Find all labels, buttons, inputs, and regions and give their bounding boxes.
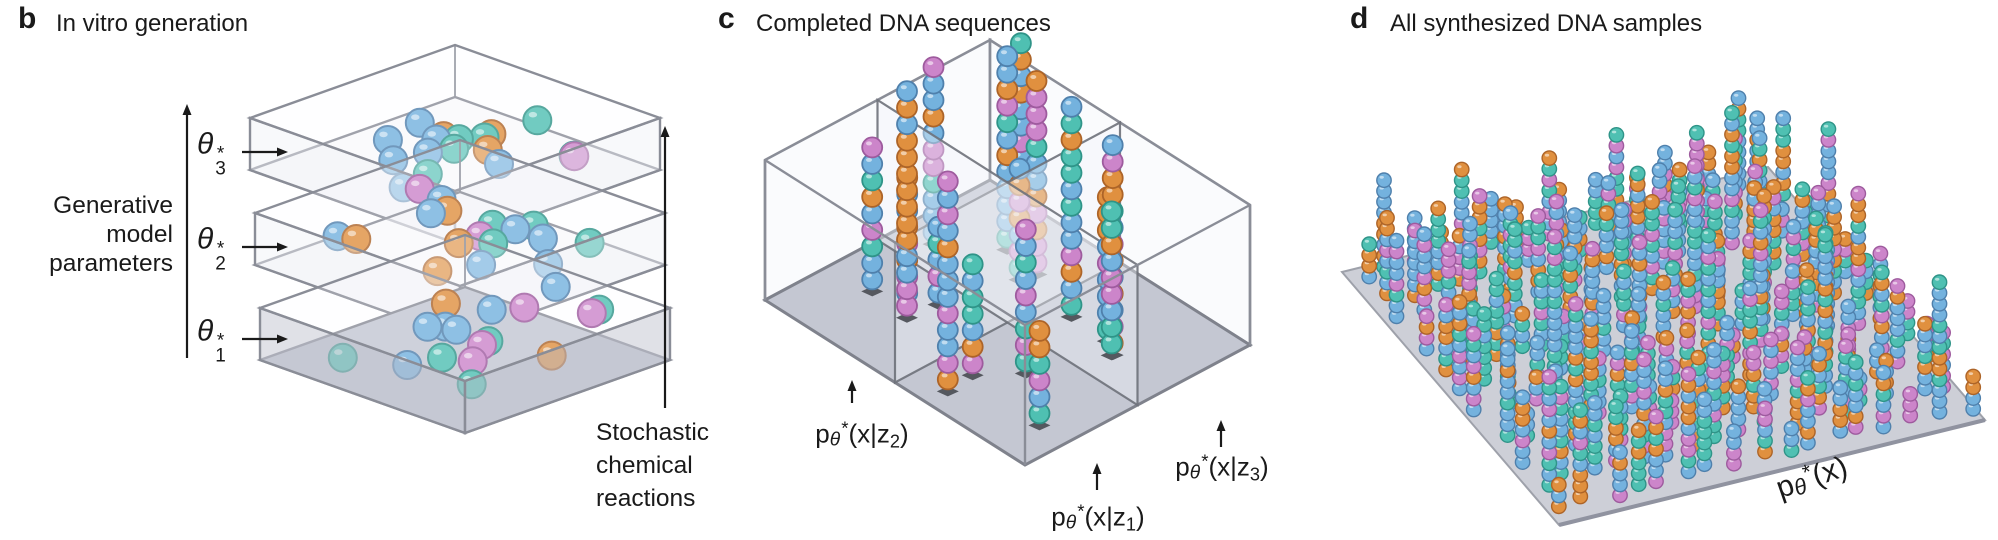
theta-index: 1 [215, 345, 226, 367]
theta-symbol: θ [197, 127, 214, 161]
stochastic-line-2: chemical [596, 452, 693, 479]
theta-star: * [216, 143, 225, 165]
z-index: 2 [889, 431, 901, 452]
star-symbol: * [1077, 500, 1085, 522]
generative-parameters-line-3: parameters [49, 250, 173, 277]
conditional-distribution-z1-label: pθ*(x|z1) [1051, 500, 1145, 535]
glass-front-edges [763, 158, 1252, 465]
sample-columns [1361, 90, 1982, 515]
close-paren: ) [1260, 451, 1269, 482]
annotation-arrows [847, 380, 1226, 490]
panel-b-title: In vitro generation [56, 10, 249, 37]
theta-supsub: *2 [215, 238, 226, 275]
parameters-axis-arrow [182, 104, 192, 358]
z-index: 1 [1125, 514, 1137, 535]
stochastic-line-1: Stochastic [596, 419, 710, 446]
sequence-columns [1060, 95, 1124, 361]
theta-symbol: θ [1189, 462, 1201, 484]
theta-1-label: θ*1 [197, 314, 226, 367]
theta-star: * [216, 330, 225, 352]
panel-c-tag: c [718, 2, 735, 35]
theta-index: 2 [215, 253, 226, 275]
panel-d-title: All synthesized DNA samples [1390, 10, 1703, 37]
theta-supsub: *3 [215, 143, 226, 180]
p-symbol: p [1175, 451, 1190, 482]
conditional-distribution-z3-label: pθ*(x|z3) [1175, 450, 1269, 485]
completed-sequences-illustration [762, 32, 1253, 490]
p-symbol: p [1051, 501, 1066, 532]
stochastic-reactions-label: Stochastic chemical reactions [596, 416, 709, 515]
close-paren: ) [1136, 501, 1145, 532]
stochastic-line-3: reactions [596, 485, 696, 512]
close-paren: ) [900, 418, 909, 449]
theta-2-label: θ*2 [197, 222, 226, 275]
sequence-columns [861, 80, 950, 323]
generative-parameters-line-1: Generative [53, 192, 173, 219]
theta-3-label: θ*3 [197, 127, 226, 180]
argument: (x|z [848, 418, 890, 449]
synthesized-samples-illustration [1340, 90, 1987, 527]
theta-index: 3 [215, 158, 226, 180]
tray-layer-1 [256, 233, 674, 435]
theta-symbol: θ [197, 314, 214, 348]
panel-c-title: Completed DNA sequences [756, 10, 1051, 37]
theta-symbol: θ [197, 222, 214, 256]
theta-arrows [242, 147, 288, 344]
invitro-generation-illustration [182, 43, 674, 435]
p-symbol: p [815, 418, 830, 449]
generative-parameters-line-2: model [106, 221, 173, 248]
stochastic-reactions-arrow [660, 126, 670, 408]
panel-d-tag: d [1350, 2, 1369, 35]
z-index: 3 [1249, 464, 1261, 485]
panel-b-tag: b [18, 2, 37, 35]
star-symbol: * [1201, 450, 1209, 472]
argument: (x|z [1208, 451, 1250, 482]
theta-supsub: *1 [215, 330, 226, 367]
star-symbol: * [841, 417, 849, 439]
sequence-columns [936, 170, 1051, 431]
generative-parameters-label: Generative model parameters [16, 191, 173, 278]
argument: (x|z [1084, 501, 1126, 532]
theta-symbol: θ [1065, 512, 1077, 534]
theta-symbol: θ [829, 429, 841, 451]
theta-star: * [216, 238, 225, 260]
conditional-distribution-z2-label: pθ*(x|z2) [815, 417, 909, 452]
